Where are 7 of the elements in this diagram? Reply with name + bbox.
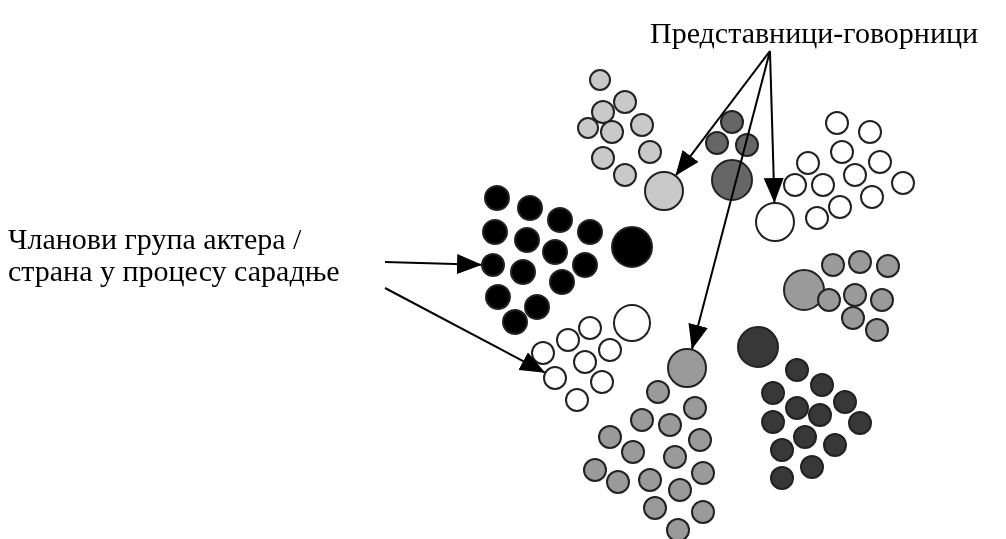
- arrow: [675, 50, 771, 177]
- callout-text: Чланови група актера / страна у процесу сарадње: [8, 223, 341, 287]
- arrow: [763, 50, 784, 203]
- arrow: [384, 254, 482, 274]
- callout-text: Представници-говорници: [650, 17, 980, 49]
- arrow: [384, 287, 546, 374]
- arrow: [688, 50, 771, 350]
